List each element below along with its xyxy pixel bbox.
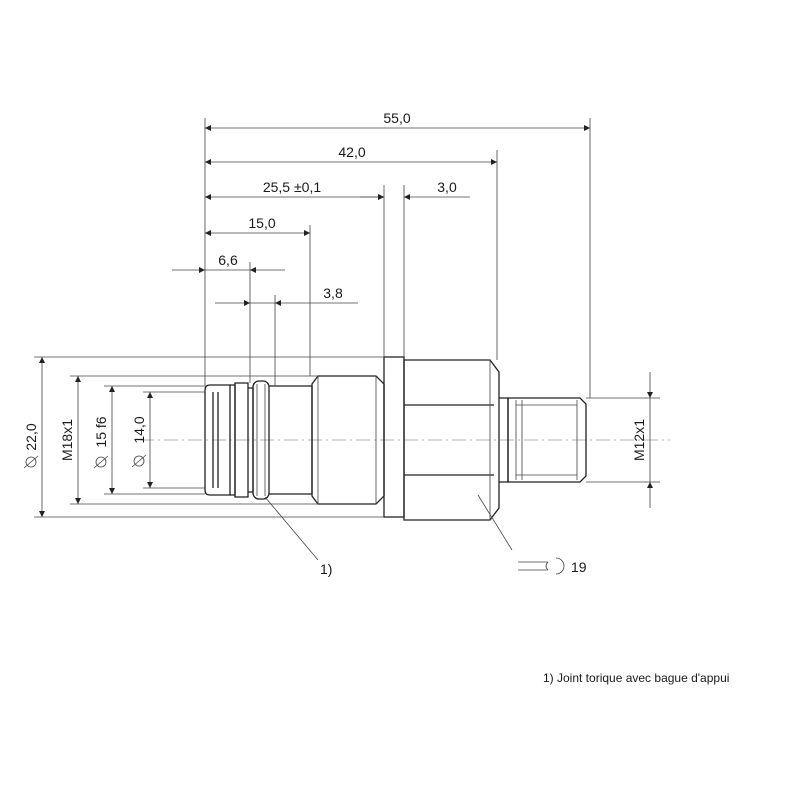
dim-length-to-flange: 25,5 ±0,1	[263, 179, 321, 195]
dim-diameter-nose: 14,0	[131, 416, 147, 443]
callout-oring: 1)	[320, 561, 332, 577]
dim-diameter-fit: 15 f6	[93, 416, 109, 447]
diameter-symbol-flange	[25, 456, 37, 468]
extension-lines	[204, 118, 591, 398]
dim-thread-main: M18x1	[59, 419, 75, 461]
dim-diameter-flange: 22,0	[23, 423, 39, 450]
vertical-dimensions: 22,0 M18x1 15 f6 14,0 M12x1	[23, 356, 660, 518]
dim-length-to-connector: 42,0	[338, 144, 365, 160]
dim-thread-length: 15,0	[248, 215, 275, 231]
diameter-symbol-nose	[133, 455, 145, 467]
dim-wrench-size: 19	[571, 559, 587, 575]
callouts: 1) 19	[264, 494, 587, 577]
dim-thread-connector: M12x1	[631, 419, 647, 461]
dim-groove-width: 3,8	[323, 285, 343, 301]
dim-overall-length: 55,0	[383, 110, 410, 126]
wrench-icon	[518, 557, 565, 575]
footnote: 1) Joint torique avec bague d'appui	[543, 671, 729, 685]
dim-groove-offset: 6,6	[218, 252, 238, 268]
diameter-symbol-fit	[95, 456, 107, 468]
horizontal-dimensions: 55,0 42,0 25,5 ±0,1 3,0 15,0 6,6 3,8	[172, 110, 590, 306]
dim-flange-thickness: 3,0	[437, 179, 457, 195]
sensor-body	[204, 356, 587, 521]
